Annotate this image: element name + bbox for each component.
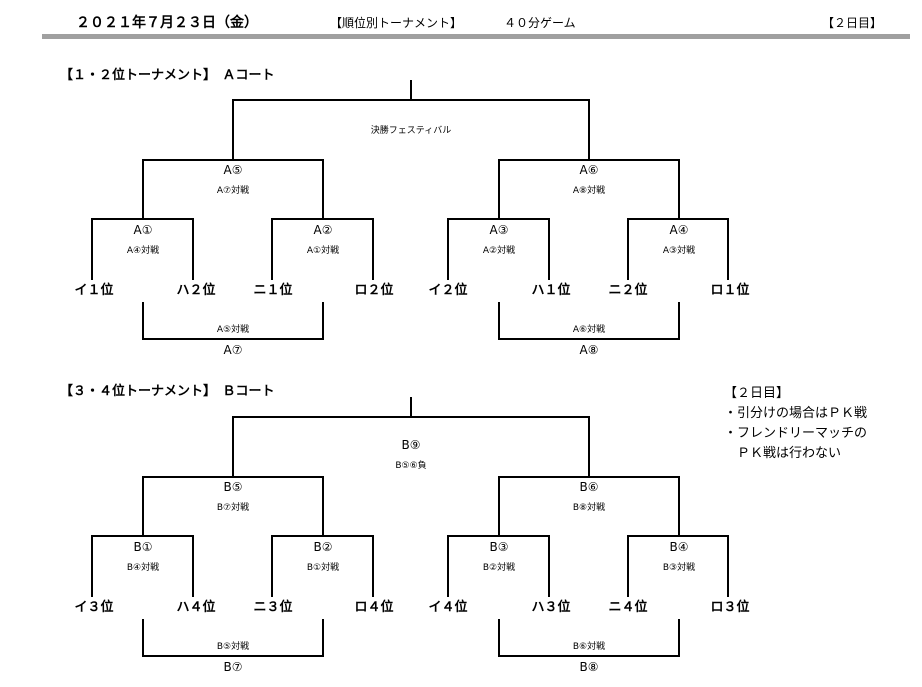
consolation-sub: B⑤対戦 <box>217 640 249 652</box>
quarter-match-label: B④ <box>670 540 689 554</box>
notes-line-draw-rule: ・引分けの場合はＰＫ戦 <box>724 406 868 421</box>
team-slot-label: ハ２位 <box>176 282 215 298</box>
quarter-match-sub: A③対戦 <box>663 244 695 256</box>
quarter-match-sub: B②対戦 <box>483 561 515 573</box>
semi-match-sub: A⑦対戦 <box>217 184 249 196</box>
semi-bracket-line <box>498 159 680 195</box>
final-note: 決勝フェスティバル <box>371 124 451 136</box>
team-slot-label: ロ３位 <box>710 599 749 615</box>
event-date: ２０２１年７月２３日（金） <box>76 15 258 31</box>
final-bracket-line <box>232 416 590 451</box>
quarter-bracket-line <box>627 218 729 280</box>
team-slot-label: ニ３位 <box>253 599 292 615</box>
consolation-label: B⑧ <box>580 660 599 674</box>
consolation-label: A⑦ <box>224 343 243 357</box>
consolation-bracket-line <box>142 302 324 340</box>
section-a-title: 【１・２位トーナメント】 Ａコート <box>60 68 275 83</box>
semi-bracket-line <box>498 476 680 512</box>
team-slot-label: ニ１位 <box>253 282 292 298</box>
semi-bracket-line <box>142 476 324 512</box>
quarter-bracket-line <box>271 218 374 280</box>
quarter-match-sub: B④対戦 <box>127 561 159 573</box>
team-slot-label: ハ４位 <box>176 599 215 615</box>
final-label: B⑨ <box>402 438 421 452</box>
quarter-match-label: B③ <box>490 540 509 554</box>
final-bracket-line <box>232 99 590 134</box>
team-slot-label: ロ２位 <box>354 282 393 298</box>
header-rule <box>42 34 910 39</box>
consolation-sub: A⑤対戦 <box>217 323 249 335</box>
team-slot-label: イ２位 <box>428 282 467 298</box>
semi-match-sub: A⑧対戦 <box>573 184 605 196</box>
notes-line-no-pk: ＰＫ戦は行わない <box>724 446 842 461</box>
team-slot-label: ハ３位 <box>531 599 570 615</box>
team-slot-label: ロ１位 <box>710 282 749 298</box>
document-title: 【順位別トーナメント】 <box>330 16 463 30</box>
quarter-match-sub: A②対戦 <box>483 244 515 256</box>
semi-match-label: B⑤ <box>224 480 243 494</box>
team-slot-label: ニ２位 <box>608 282 647 298</box>
quarter-match-label: A② <box>314 223 333 237</box>
quarter-match-label: A④ <box>670 223 689 237</box>
quarter-bracket-line <box>447 535 550 597</box>
quarter-bracket-line <box>91 535 194 597</box>
quarter-match-sub: A①対戦 <box>307 244 339 256</box>
notes-title: 【２日目】 <box>724 386 790 401</box>
consolation-sub: B⑥対戦 <box>573 640 605 652</box>
quarter-bracket-line <box>447 218 550 280</box>
notes-line-friendly: ・フレンドリーマッチの <box>724 426 868 441</box>
final-sub-label: B⑤⑥負 <box>395 459 426 471</box>
quarter-match-sub: B③対戦 <box>663 561 695 573</box>
semi-match-label: A⑤ <box>224 163 243 177</box>
team-slot-label: イ４位 <box>428 599 467 615</box>
day-label: 【２日目】 <box>822 16 883 30</box>
consolation-bracket-line <box>498 302 680 340</box>
semi-bracket-line <box>142 159 324 195</box>
semi-match-sub: B⑦対戦 <box>217 501 249 513</box>
semi-match-label: A⑥ <box>580 163 599 177</box>
consolation-label: A⑧ <box>580 343 599 357</box>
team-slot-label: ニ４位 <box>608 599 647 615</box>
consolation-sub: A⑥対戦 <box>573 323 605 335</box>
consolation-bracket-line <box>142 619 324 657</box>
quarter-match-sub: B①対戦 <box>307 561 339 573</box>
team-slot-label: ハ１位 <box>531 282 570 298</box>
semi-match-label: B⑥ <box>580 480 599 494</box>
quarter-match-label: A③ <box>490 223 509 237</box>
team-slot-label: イ１位 <box>74 282 113 298</box>
consolation-label: B⑦ <box>224 660 243 674</box>
team-slot-label: ロ４位 <box>354 599 393 615</box>
quarter-bracket-line <box>91 218 194 280</box>
section-b-title: 【３・４位トーナメント】 Ｂコート <box>60 384 275 399</box>
quarter-match-sub: A④対戦 <box>127 244 159 256</box>
quarter-bracket-line <box>271 535 374 597</box>
semi-match-sub: B⑧対戦 <box>573 501 605 513</box>
team-slot-label: イ３位 <box>74 599 113 615</box>
quarter-match-label: A① <box>134 223 153 237</box>
quarter-match-label: B① <box>134 540 153 554</box>
quarter-match-label: B② <box>314 540 333 554</box>
consolation-bracket-line <box>498 619 680 657</box>
quarter-bracket-line <box>627 535 729 597</box>
game-length: ４０分ゲーム <box>504 16 576 30</box>
